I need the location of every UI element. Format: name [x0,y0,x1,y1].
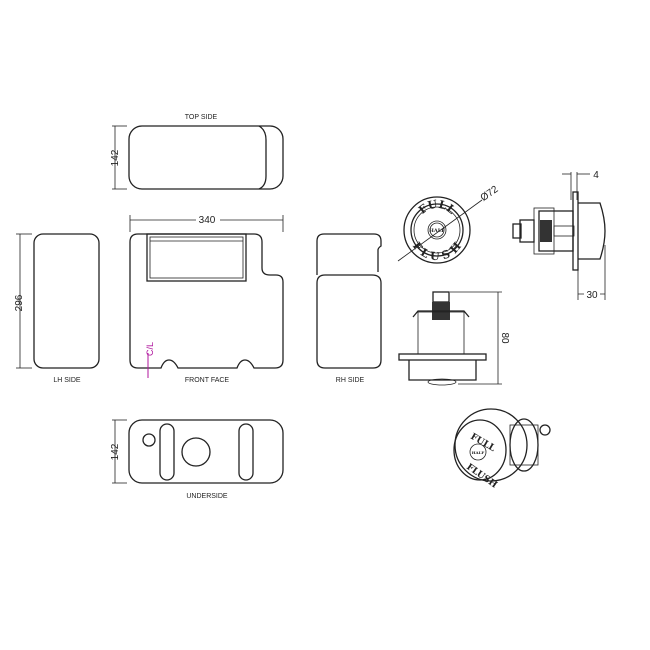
button-front-view: FULL FLUSH HALF Ø72 [397,184,501,264]
button-bottom-text: FLUSH [410,240,464,264]
iso-bottom-text: FLUSH [464,462,499,491]
lh-side-height-dimension: 296 [14,294,25,311]
lh-side-label: LH SIDE [53,377,81,384]
iso-center-text: HALF [472,450,485,455]
front-face-label: FRONT FACE [185,377,230,384]
button-height-dimension: 80 [499,332,510,344]
rh-side-view: RH SIDE [316,233,382,384]
underside-view: 142 UNDERSIDE [110,419,284,500]
button-side-view: 4 30 [512,170,606,301]
lh-side-view: 296 LH SIDE [14,233,100,384]
underside-dimension: 142 [110,443,121,460]
button-depth-dimension: 30 [586,290,598,301]
rh-side-label: RH SIDE [336,377,365,384]
front-face-width-dimension: 340 [199,215,216,226]
button-diameter: Ø72 [479,184,501,204]
button-flange-dimension: 4 [593,170,599,181]
button-elevation-view: 80 [398,291,510,386]
underside-label: UNDERSIDE [186,493,228,500]
svg-text:FLUSH: FLUSH [410,240,464,264]
top-side-dimension: 142 [110,149,121,166]
top-side-label: TOP SIDE [185,114,218,121]
button-isometric-view: FULL HALF FLUSH [453,408,551,491]
top-side-view: TOP SIDE 142 [110,114,284,190]
centerline-label: C/L [145,342,155,356]
button-center-text: HALF [429,228,445,234]
front-face-view: 340 C/L FRONT FACE [129,212,284,384]
